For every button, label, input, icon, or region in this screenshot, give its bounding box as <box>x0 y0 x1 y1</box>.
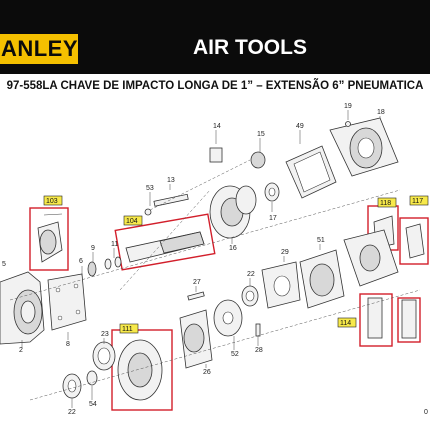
washer-part-11b <box>114 256 122 268</box>
label-5: 5 <box>2 261 6 268</box>
handle-part <box>37 213 63 263</box>
label-54: 54 <box>89 401 97 408</box>
section-title: AIR TOOLS <box>193 36 307 59</box>
bushing-part-15 <box>250 151 266 169</box>
washer-part-11 <box>104 258 112 270</box>
svg-text:104: 104 <box>126 218 138 225</box>
svg-text:117: 117 <box>412 198 423 205</box>
anvil-shaft-part <box>125 231 205 263</box>
label-51: 51 <box>317 237 325 244</box>
throttle-kit-part <box>367 297 383 339</box>
kit-104-highlight <box>114 213 216 271</box>
label-15: 15 <box>257 131 265 138</box>
label-18: 18 <box>377 109 385 116</box>
screw-part-19 <box>345 121 351 127</box>
label-22-bottom: 22 <box>68 409 76 416</box>
label-26: 26 <box>203 369 211 376</box>
tag-117: 117 <box>409 195 429 206</box>
svg-text:103: 103 <box>46 198 58 205</box>
label-52: 52 <box>231 351 239 358</box>
label-17: 17 <box>269 215 277 222</box>
pin-part-28 <box>255 323 261 337</box>
tag-114: 114 <box>337 317 357 328</box>
header-bar: ANLEY AIR TOOLS <box>0 0 430 74</box>
label-16: 16 <box>229 245 237 252</box>
gasket-plate-part <box>47 273 87 331</box>
brand-logo: ANLEY <box>0 36 78 61</box>
svg-text:118: 118 <box>380 200 391 207</box>
label-53: 53 <box>146 185 154 192</box>
label-2: 2 <box>19 347 23 354</box>
kit-111-highlight <box>111 329 173 411</box>
pin-part-13 <box>153 193 189 207</box>
svg-text:111: 111 <box>122 326 133 333</box>
label-19: 19 <box>344 103 352 110</box>
label-11: 11 <box>111 241 118 248</box>
clip-part-54 <box>86 370 98 386</box>
label-22: 22 <box>247 271 255 278</box>
tag-111: 111 <box>119 323 139 334</box>
label-27: 27 <box>193 279 201 286</box>
ring-part-9 <box>87 261 97 277</box>
cylinder-kit-part <box>117 339 163 401</box>
label-29: 29 <box>281 249 289 256</box>
part-title: 97-558LA CHAVE DE IMPACTO LONGA DE 1” – … <box>6 80 424 92</box>
brand-logo-background <box>0 34 78 62</box>
brand-underline <box>0 62 78 64</box>
trigger-kit-part <box>405 223 425 259</box>
label-6: 6 <box>79 258 83 265</box>
exploded-view-diagram: 2 8 6 9 11 13 53 14 15 16 17 49 19 18 22… <box>0 103 429 416</box>
pin-part-27 <box>187 291 205 301</box>
kit-103-highlight <box>29 207 69 271</box>
label-partial: 0 <box>424 409 428 416</box>
label-14: 14 <box>213 123 221 130</box>
kit-114-highlight <box>359 293 393 347</box>
rotor-part <box>179 309 213 369</box>
label-9: 9 <box>91 245 95 252</box>
tag-103: 103 <box>43 195 63 206</box>
hammer-case-part <box>209 185 257 239</box>
label-13: 13 <box>167 177 175 184</box>
regulator-part <box>401 299 417 339</box>
motor-housing-part <box>329 117 399 177</box>
label-23: 23 <box>101 331 109 338</box>
kit-117-highlight <box>399 217 429 265</box>
label-49: 49 <box>296 123 304 130</box>
tag-118: 118 <box>377 197 397 208</box>
kit-right-highlight <box>397 297 421 343</box>
label-28: 28 <box>255 347 263 354</box>
tag-104: 104 <box>123 215 143 226</box>
svg-text:114: 114 <box>340 320 351 327</box>
cap-part-14 <box>209 147 223 163</box>
label-8: 8 <box>66 341 70 348</box>
screw-part-53 <box>144 208 152 216</box>
housing-part <box>0 271 45 345</box>
rear-handle-part <box>343 229 399 287</box>
